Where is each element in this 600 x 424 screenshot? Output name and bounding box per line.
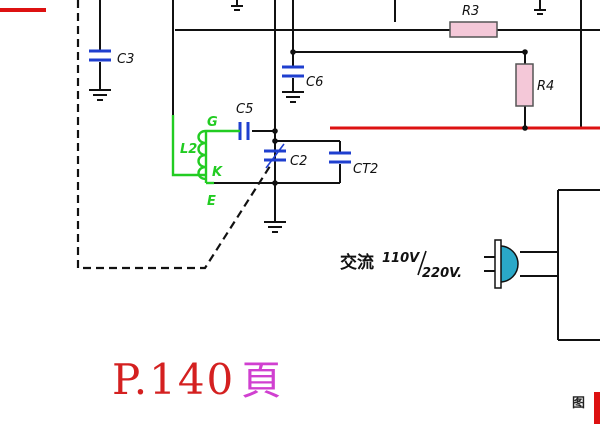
ac-label-220v: 220V. bbox=[422, 266, 462, 281]
ac-label-110v: 110V bbox=[382, 251, 420, 266]
label-l2: L2 bbox=[180, 142, 197, 157]
junction-dots bbox=[272, 49, 528, 186]
label-r3: R3 bbox=[462, 4, 479, 19]
label-r4: R4 bbox=[537, 79, 554, 94]
label-c2: C2 bbox=[290, 154, 307, 169]
gang-dashed-line bbox=[76, 0, 273, 270]
page-number: 140 bbox=[149, 355, 236, 404]
label-tap-e: E bbox=[207, 194, 216, 209]
coil-l2 bbox=[171, 115, 240, 185]
ground-symbols bbox=[89, 5, 546, 233]
page-prefix: P. bbox=[112, 355, 150, 404]
capacitor-c2 bbox=[264, 143, 286, 169]
label-c5: C5 bbox=[236, 102, 253, 117]
figure-label: 图 bbox=[572, 396, 586, 411]
label-tap-k: K bbox=[212, 165, 223, 180]
label-c3: C3 bbox=[117, 52, 134, 67]
ac-label-prefix: 交流 bbox=[340, 252, 374, 273]
resistor-r3 bbox=[449, 21, 498, 38]
capacitor-c6 bbox=[282, 65, 304, 78]
capacitor-c3 bbox=[89, 49, 111, 62]
capacitor-c5 bbox=[238, 122, 250, 140]
ac-voltage-label: 交流 110V 220V. bbox=[340, 250, 462, 281]
ac-plug-icon bbox=[484, 239, 519, 289]
resistor-r4 bbox=[515, 63, 534, 107]
wiring bbox=[99, 0, 600, 341]
label-tap-g: G bbox=[207, 115, 218, 130]
red-mark-bottom-right bbox=[594, 392, 600, 424]
label-ct2: CT2 bbox=[353, 162, 378, 177]
capacitor-ct2 bbox=[329, 151, 351, 164]
label-c6: C6 bbox=[306, 75, 323, 90]
page-suffix: 頁 bbox=[241, 358, 284, 404]
